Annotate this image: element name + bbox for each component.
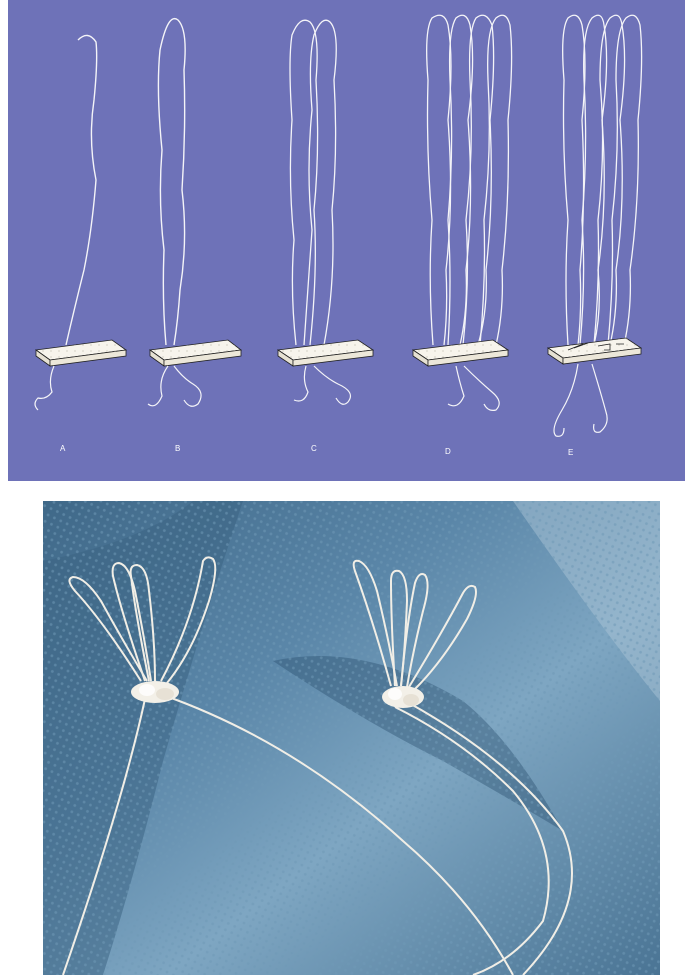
stage-c-label: C — [311, 444, 317, 453]
stage-c-loop-1 — [290, 20, 318, 345]
suture-photo-panel — [43, 501, 660, 975]
stage-e-pledget — [548, 338, 641, 364]
stage-b: B — [148, 19, 241, 453]
stage-a-pledget — [36, 340, 126, 366]
stage-c-tails — [294, 366, 350, 404]
stage-d-label: D — [445, 447, 451, 456]
stage-d-loop-3 — [463, 15, 494, 345]
stage-e-label: E — [568, 448, 573, 457]
stage-c-pledget — [278, 340, 373, 366]
stage-d: D — [413, 15, 512, 456]
stage-b-label: B — [175, 444, 180, 453]
stage-b-pledget — [150, 340, 241, 366]
stage-e: E — [548, 15, 642, 457]
device-2-pledget — [382, 686, 424, 708]
stage-b-tails — [148, 366, 201, 406]
stage-d-loop-4 — [480, 15, 512, 345]
suture-device-photo — [43, 501, 660, 975]
device-1-pledget — [131, 681, 179, 703]
stage-a-tail — [35, 366, 54, 410]
stage-d-loop-2 — [448, 15, 473, 345]
stage-d-pledget — [413, 340, 508, 366]
stage-e-loop-1 — [563, 15, 585, 345]
stage-b-loop — [158, 19, 185, 345]
stage-c-loop-2 — [304, 20, 336, 345]
stage-a-thread — [66, 35, 97, 345]
stage-a-label: A — [60, 444, 66, 453]
stage-e-loop-3 — [594, 15, 625, 345]
stage-c: C — [278, 20, 373, 453]
stage-d-loop-1 — [427, 15, 451, 345]
stage-e-loop-2 — [580, 15, 607, 345]
stage-e-tails — [554, 364, 607, 436]
suture-diagram-panel: A B C — [8, 0, 685, 481]
stage-d-tails — [448, 366, 499, 410]
suture-stage-diagram: A B C — [8, 0, 685, 481]
stage-a: A — [35, 35, 126, 453]
